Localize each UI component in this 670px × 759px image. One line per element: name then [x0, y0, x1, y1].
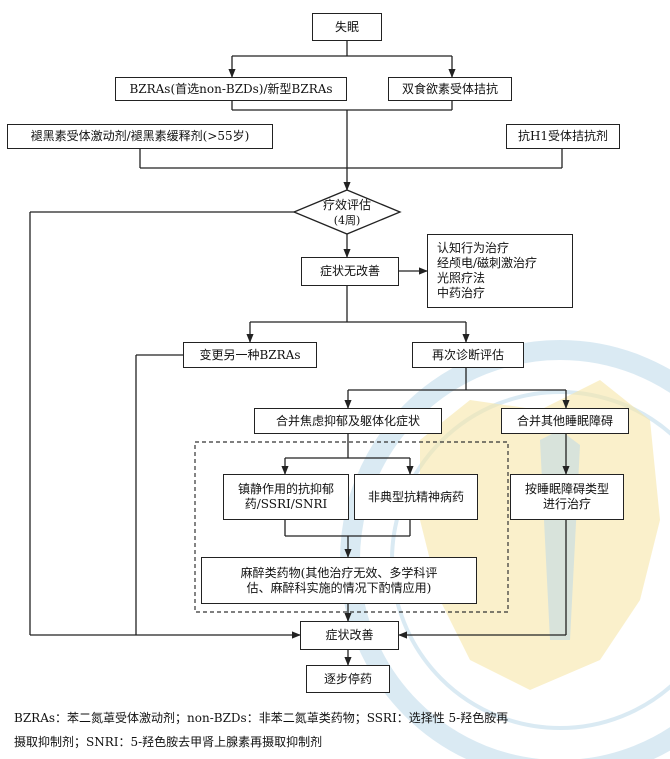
- anxiety-depression-box: 合并焦虑抑郁及躯体化症状: [254, 408, 442, 434]
- h1-antagonist-box: 抗H1受体拮抗剂: [506, 124, 620, 149]
- antidepressant-line: 药/SSRI/SNRI: [244, 497, 328, 511]
- nondrug-item: 认知行为治疗: [437, 241, 510, 255]
- evaluation-diamond: [292, 189, 402, 235]
- no-improvement-label: 症状无改善: [319, 264, 380, 278]
- improved-box: 症状改善: [300, 621, 399, 650]
- evaluation-text: 疗效评估 (4周): [307, 198, 387, 228]
- treat-by-type-box: 按睡眠障碍类型 进行治疗: [510, 474, 624, 520]
- other-sleep-disorder-label: 合并其他睡眠障碍: [516, 413, 613, 428]
- sedative-antidepressant-box: 镇静作用的抗抑郁 药/SSRI/SNRI: [223, 474, 349, 520]
- legend-line: 摄取抑制剂；SNRI：5-羟色胺去甲肾上腺素再摄取抑制剂: [14, 735, 323, 749]
- taper-off-box: 逐步停药: [306, 665, 390, 693]
- narcotic-drug-box: 麻醉类药物(其他治疗无效、多学科评 估、麻醉科实施的情况下酌情应用): [201, 557, 477, 604]
- nondrug-therapy-box: 认知行为治疗 经颅电/磁刺激治疗 光照疗法 中药治疗: [427, 234, 573, 308]
- nondrug-item: 光照疗法: [437, 271, 486, 285]
- h1-label: 抗H1受体拮抗剂: [517, 129, 609, 143]
- bzras-label: BZRAs(首选non-BZDs)/新型BZRAs: [129, 81, 333, 96]
- switch-bzras-label: 变更另一种BZRAs: [199, 347, 301, 362]
- narcotic-line: 估、麻醉科实施的情况下酌情应用): [246, 580, 432, 595]
- other-sleep-disorder-box: 合并其他睡眠障碍: [501, 408, 629, 434]
- atypical-antipsychotic-label: 非典型抗精神病药: [367, 489, 464, 504]
- bzras-box: BZRAs(首选non-BZDs)/新型BZRAs: [115, 77, 347, 101]
- orexin-label: 双食欲素受体拮抗: [401, 81, 498, 96]
- evaluation-label: 疗效评估: [322, 198, 371, 212]
- antidepressant-line: 镇静作用的抗抑郁: [237, 482, 334, 496]
- orexin-box: 双食欲素受体拮抗: [388, 77, 512, 101]
- abbreviation-legend: BZRAs：苯二氮䓬受体激动剂；non-BZDs：非苯二氮䓬类药物；SSRI：选…: [14, 706, 654, 754]
- no-improvement-box: 症状无改善: [301, 257, 399, 286]
- improved-label: 症状改善: [325, 628, 374, 642]
- atypical-antipsychotic-box: 非典型抗精神病药: [354, 474, 478, 520]
- treat-by-type-line: 进行治疗: [542, 497, 591, 511]
- melatonin-label: 褪黑素受体激动剂/褪黑素缓释剂(>55岁): [30, 129, 250, 143]
- melatonin-box: 褪黑素受体激动剂/褪黑素缓释剂(>55岁): [7, 124, 273, 149]
- nondrug-item: 中药治疗: [437, 286, 486, 300]
- evaluation-period: (4周): [333, 214, 361, 227]
- switch-bzras-box: 变更另一种BZRAs: [183, 342, 317, 368]
- narcotic-line: 麻醉类药物(其他治疗无效、多学科评: [240, 565, 438, 580]
- re-diagnose-label: 再次诊断评估: [431, 347, 504, 362]
- treat-by-type-line: 按睡眠障碍类型: [524, 482, 609, 496]
- anxiety-treatment-group: [194, 441, 509, 613]
- legend-line: BZRAs：苯二氮䓬受体激动剂；non-BZDs：非苯二氮䓬类药物；SSRI：选…: [14, 711, 509, 725]
- nondrug-item: 经颅电/磁刺激治疗: [437, 256, 538, 270]
- re-diagnose-box: 再次诊断评估: [412, 342, 524, 368]
- insomnia-label: 失眠: [334, 19, 359, 34]
- anxiety-depression-label: 合并焦虑抑郁及躯体化症状: [275, 413, 420, 428]
- insomnia-box: 失眠: [312, 13, 382, 41]
- taper-off-label: 逐步停药: [323, 671, 372, 686]
